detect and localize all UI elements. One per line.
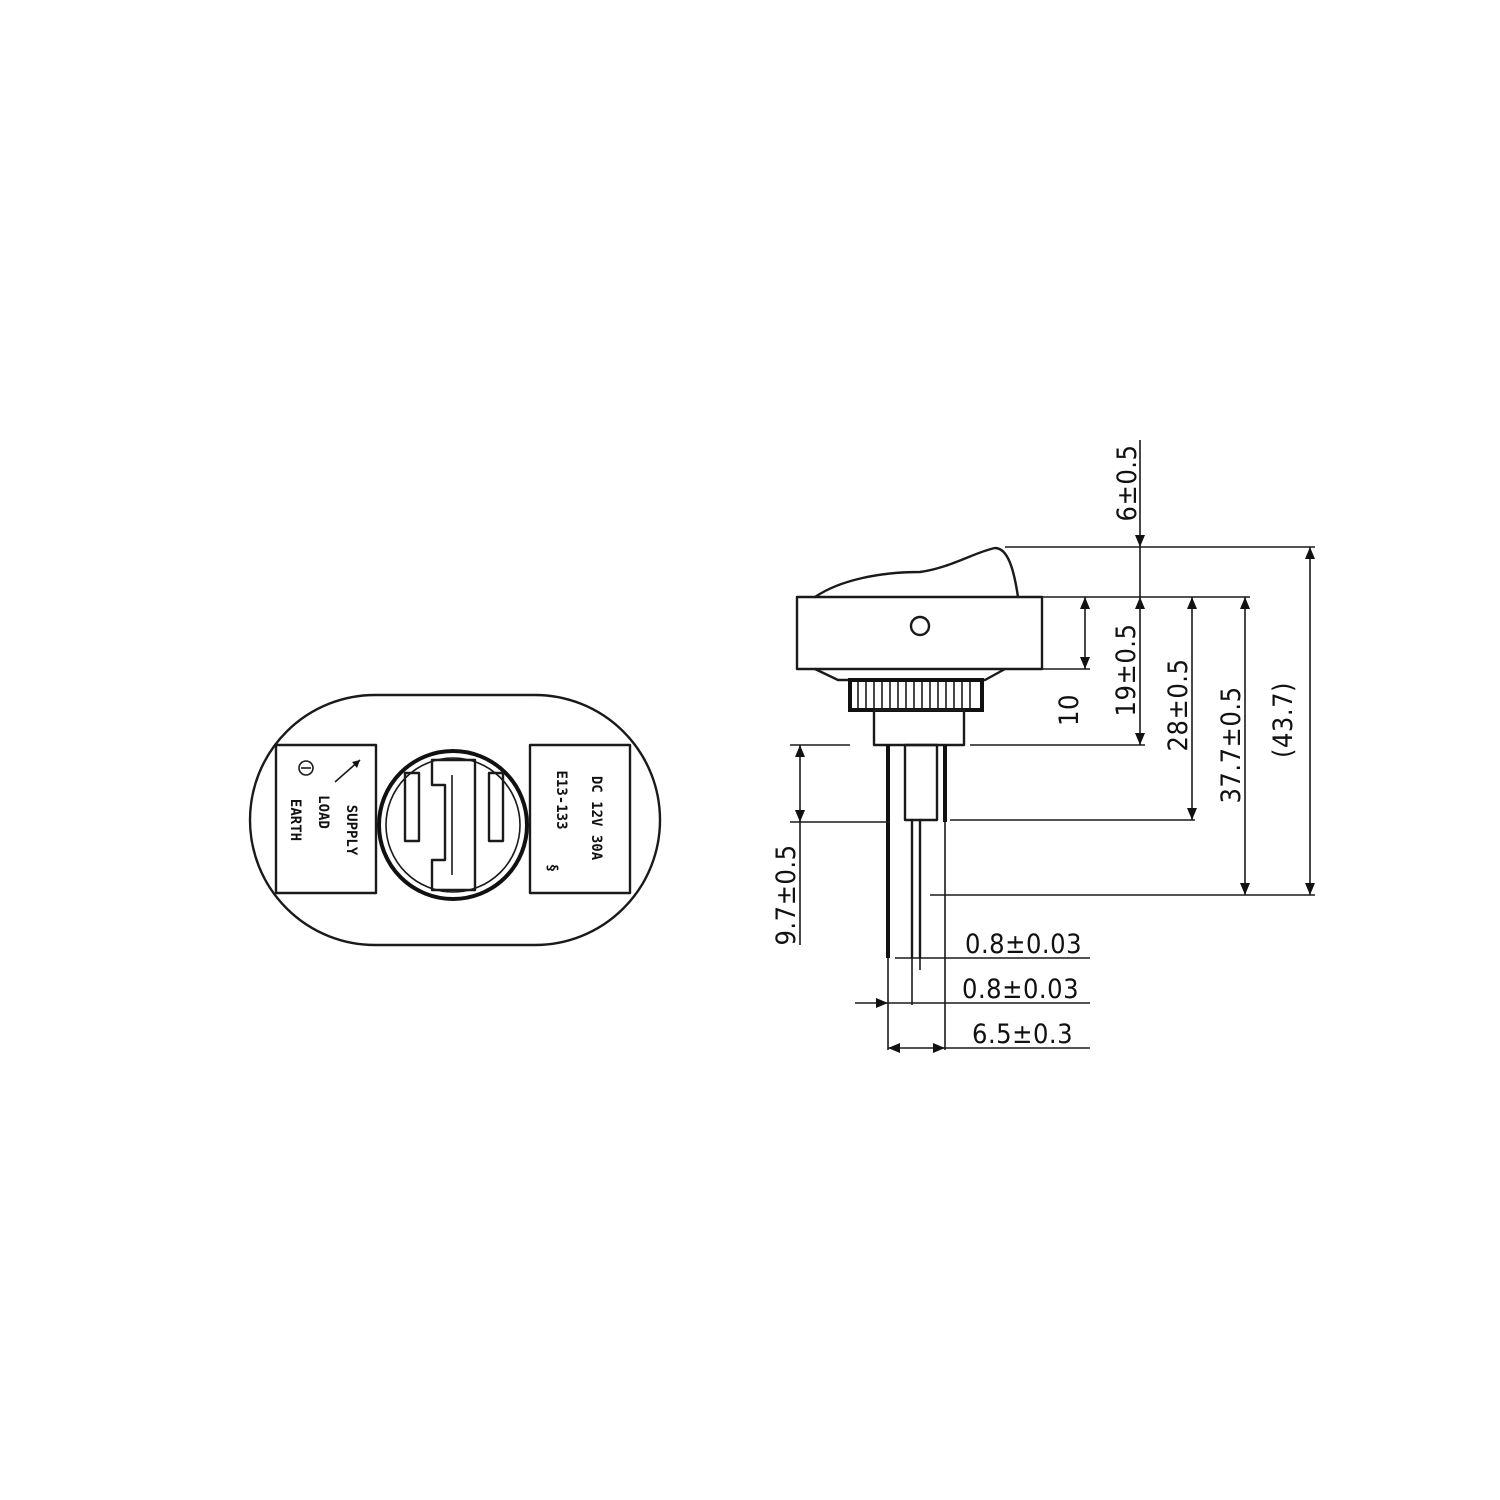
dim-6: 6±0.5 (1112, 445, 1143, 522)
terminal-center (430, 758, 477, 892)
dim-pin-width-2: 0.8±0.03 (962, 974, 1079, 1005)
dim-pin-width-1: 0.8±0.03 (965, 929, 1082, 960)
terminal-label-panel: EARTH LOAD SUPPLY (274, 743, 378, 895)
earth-label: EARTH (287, 799, 303, 841)
switch-back-view: EARTH LOAD SUPPLY § E13-133 DC 12V 30A (248, 693, 662, 947)
dim-pin-spacing: 6.5±0.3 (972, 1019, 1073, 1050)
terminal-housing (903, 743, 939, 822)
threaded-neck (872, 708, 966, 747)
terminal-slot-left (403, 771, 421, 843)
cert-mark: § (544, 864, 560, 872)
dim-10: 10 (1054, 694, 1085, 726)
rating-label: DC 12V 30A (588, 776, 604, 861)
housing-outline (248, 693, 662, 947)
knurl-lines (857, 682, 971, 708)
dim-43-7: (43.7) (1268, 682, 1299, 758)
dim-28: 28±0.5 (1163, 659, 1194, 752)
rocker-actuator (813, 546, 1020, 599)
dim-19: 19±0.5 (1111, 624, 1142, 717)
round-terminal-block (377, 749, 529, 901)
switch-side-view: 6±0.5 10 19±0.5 28±0.5 37.7±0.5 (43.7) 9… (771, 440, 1315, 1053)
indicator-lamp (909, 615, 931, 637)
load-label: LOAD (315, 795, 331, 829)
dim-37-7: 37.7±0.5 (1216, 686, 1247, 803)
rating-label-panel: § E13-133 DC 12V 30A (528, 743, 632, 895)
model-label: E13-133 (553, 770, 569, 829)
switch-body (795, 595, 1044, 671)
dim-9-7: 9.7±0.5 (771, 844, 802, 945)
supply-label: SUPPLY (343, 805, 359, 856)
lamp-symbol (298, 760, 314, 776)
terminal-slot-right (487, 771, 505, 843)
